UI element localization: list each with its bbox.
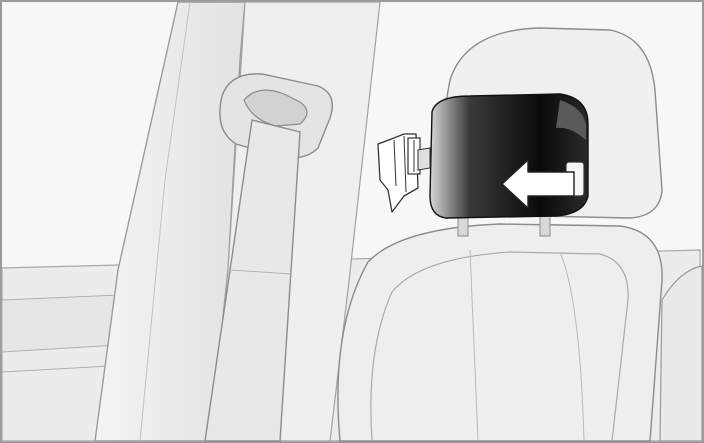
door-trim [2, 295, 120, 352]
adjacent-seat [660, 266, 702, 441]
seat-back [338, 224, 662, 441]
